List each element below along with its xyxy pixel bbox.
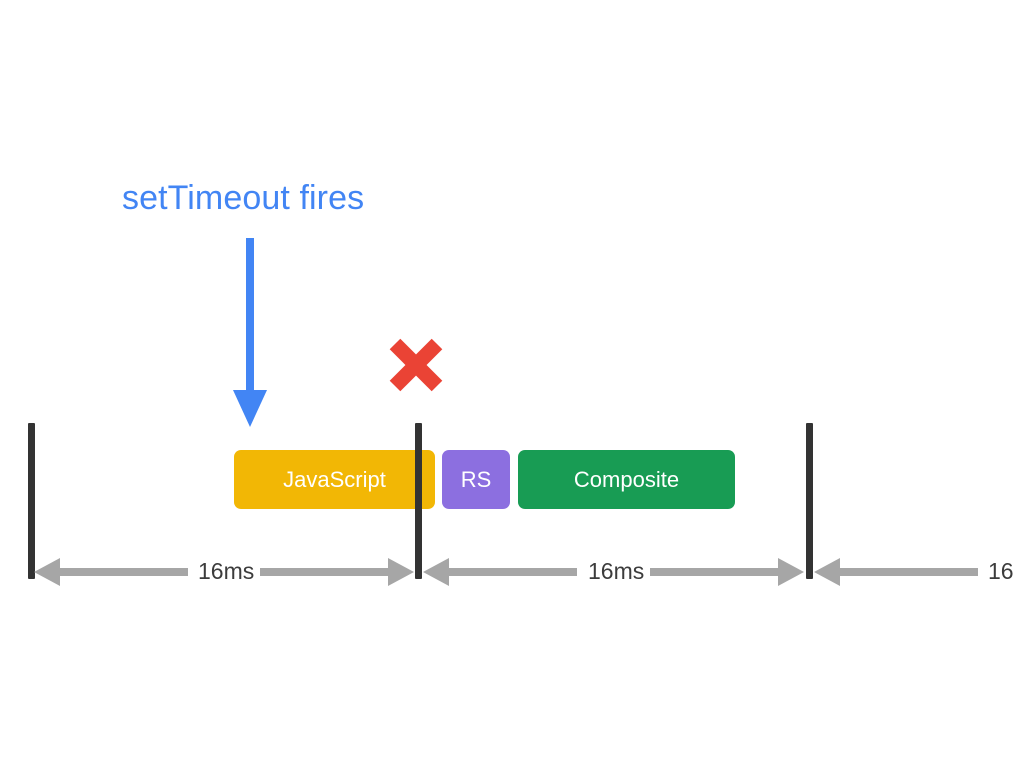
task-bar-composite[interactable]: Composite xyxy=(518,450,735,509)
task-bar-composite-label: Composite xyxy=(573,466,680,492)
frame-duration-label-3: 16 xyxy=(988,558,1014,584)
frame-duration-arrow-3 xyxy=(814,556,1024,590)
frame-boundary-tick-1 xyxy=(28,423,35,579)
missed-frame-x-icon xyxy=(387,336,445,394)
frame-boundary-tick-2 xyxy=(415,423,422,579)
frame-duration-label-2: 16ms xyxy=(588,558,645,584)
frame-duration-label-1: 16ms xyxy=(198,558,255,584)
task-bar-javascript[interactable]: JavaScript xyxy=(234,450,435,509)
frame-duration-arrow-2 xyxy=(423,556,804,590)
down-arrow-icon xyxy=(232,238,268,428)
settimeout-fires-label: setTimeout fires xyxy=(122,179,365,217)
task-bar-rs-label: RS xyxy=(460,466,492,492)
frame-boundary-tick-3 xyxy=(806,423,813,579)
task-bar-rs[interactable]: RS xyxy=(442,450,510,509)
frame-duration-arrow-1 xyxy=(34,556,414,590)
task-bar-javascript-label: JavaScript xyxy=(283,466,386,492)
